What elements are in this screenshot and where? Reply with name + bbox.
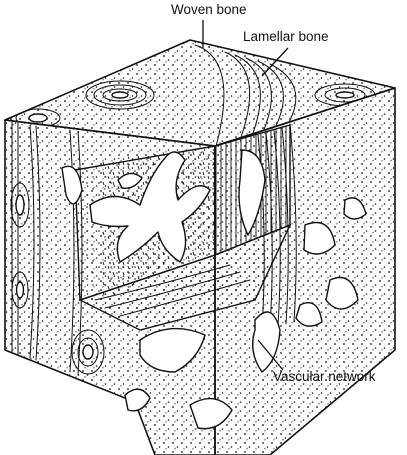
top-osteon-ring-left [15, 108, 61, 128]
leader-vascular-network [257, 339, 284, 371]
label-lamellar-bone: Lamellar bone [243, 29, 329, 44]
leader-lamellar-bone [261, 47, 289, 77]
top-lamellar-band [194, 44, 297, 146]
label-lamellar-bone-group: Lamellar bone [243, 29, 329, 77]
top-osteon-ring [85, 80, 155, 110]
label-vascular-network-group: Vascular network [257, 339, 376, 384]
label-woven-bone: Woven bone [171, 2, 247, 17]
right-vascular-canals [295, 197, 367, 327]
vascular-branch-network [89, 149, 266, 263]
label-vascular-network: Vascular network [273, 369, 376, 384]
cutaway-cavity [61, 124, 292, 331]
left-osteon-ring [10, 182, 30, 309]
label-woven-bone-group: Woven bone [171, 2, 247, 48]
left-osteon-ring-lower [71, 329, 105, 375]
